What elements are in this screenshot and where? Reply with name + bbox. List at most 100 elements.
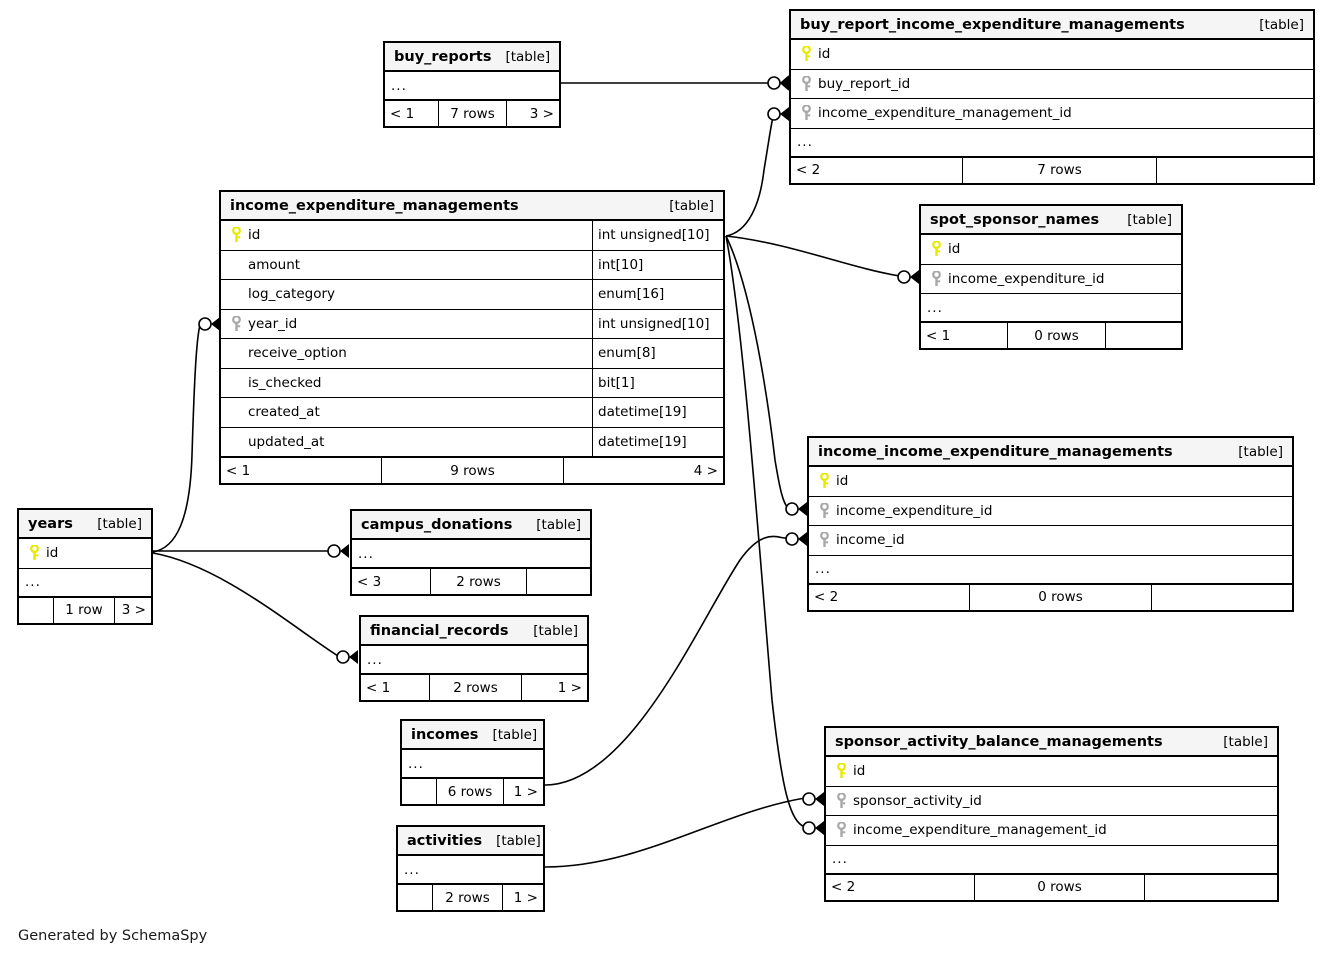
footer-next-count[interactable]: 3 >	[529, 105, 554, 122]
table-buy_report_income_expenditure_managements[interactable]: buy_report_income_expenditure_management…	[789, 9, 1315, 185]
more-columns-ellipsis[interactable]: ...	[398, 856, 543, 884]
table-type-tag: [table]	[97, 515, 142, 532]
footer-next-count[interactable]: 3 >	[121, 602, 146, 618]
more-columns-ellipsis[interactable]: ...	[826, 846, 1277, 874]
footer-prev-count[interactable]	[19, 597, 54, 623]
edge-years-to-financial-records	[152, 552, 339, 657]
table-header: spot_sponsor_names[table]	[921, 206, 1181, 235]
footer-next-count[interactable]	[1157, 158, 1313, 183]
footer-prev-count[interactable]: < 1	[921, 323, 1008, 348]
column-name-cell: income_expenditure_id	[921, 265, 1181, 294]
footer-prev-count[interactable]: < 1	[361, 675, 430, 700]
more-columns-ellipsis[interactable]: ...	[352, 540, 590, 568]
table-type-tag: [table]	[1238, 443, 1283, 460]
footer-prev-count[interactable]	[398, 885, 433, 910]
crowfoot	[798, 532, 807, 546]
more-columns-ellipsis[interactable]: ...	[809, 556, 1292, 584]
table-column-row[interactable]: id	[791, 40, 1313, 70]
footer-next-count[interactable]	[1106, 323, 1181, 348]
footer-prev-count[interactable]	[402, 779, 437, 804]
table-column-row[interactable]: id	[826, 757, 1277, 787]
column-name-cell: id	[19, 539, 151, 568]
table-header: buy_reports[table]	[385, 43, 559, 72]
table-column-row[interactable]: income_expenditure_id	[809, 497, 1292, 526]
column-type: enum[8]	[592, 339, 723, 368]
footer-next-count[interactable]: 1 >	[557, 679, 582, 696]
column-name: sponsor_activity_id	[853, 792, 982, 809]
primary-key-icon	[927, 241, 945, 257]
column-name: id	[248, 227, 261, 244]
edge-circle	[802, 821, 816, 835]
column-name-cell: sponsor_activity_id	[826, 787, 1277, 816]
footer-next-count[interactable]	[527, 569, 590, 594]
footer-prev-count[interactable]: < 2	[826, 874, 975, 900]
table-column-row[interactable]: income_id	[809, 526, 1292, 556]
crowfoot-lines	[780, 75, 790, 91]
table-type-tag: [table]	[1223, 733, 1268, 750]
column-name-cell: receive_option	[221, 339, 592, 368]
column-type: datetime[19]	[592, 398, 723, 427]
table-column-row[interactable]: income_expenditure_management_id	[791, 99, 1313, 129]
footer-prev-count[interactable]: < 2	[791, 157, 963, 183]
table-header: buy_report_income_expenditure_management…	[791, 11, 1313, 40]
primary-key-icon	[25, 545, 43, 561]
footer-next-count[interactable]	[1152, 585, 1292, 610]
column-name: id	[948, 241, 961, 258]
column-name-cell: is_checked	[221, 369, 592, 398]
crowfoot	[815, 821, 824, 835]
footer-prev-count[interactable]: < 2	[809, 584, 970, 610]
column-name: income_expenditure_management_id	[818, 105, 1072, 122]
footer-prev-count[interactable]: < 3	[352, 569, 431, 594]
table-column-row[interactable]: id	[809, 467, 1292, 497]
more-columns-ellipsis[interactable]: ...	[402, 750, 543, 778]
column-name-cell: created_at	[221, 398, 592, 427]
table-sponsor_activity_balance_managements[interactable]: sponsor_activity_balance_managements [tab…	[824, 726, 1279, 902]
edge-circle	[327, 544, 341, 558]
table-column-row[interactable]: income_expenditure_id	[921, 265, 1181, 294]
more-columns-ellipsis[interactable]: ...	[361, 646, 587, 674]
footer-row-count: 0 rows	[970, 584, 1152, 610]
edge-iem-to-brm	[725, 116, 774, 237]
more-columns-ellipsis[interactable]: ...	[385, 72, 559, 100]
primary-key-icon	[227, 227, 245, 243]
table-title: spot_sponsor_names	[930, 211, 1100, 228]
footer-next-count[interactable]: 1 >	[513, 889, 538, 906]
footer-prev-count[interactable]: < 1	[385, 101, 439, 126]
more-columns-ellipsis[interactable]: ...	[791, 129, 1313, 157]
table-title: incomes	[411, 726, 479, 743]
table-column-row[interactable]: buy_report_id	[791, 70, 1313, 99]
table-income_income_expenditure_managements[interactable]: income_income_expenditure_managements[ta…	[807, 436, 1294, 612]
footer-next-count[interactable]	[1145, 875, 1277, 900]
table-spot_sponsor_names[interactable]: spot_sponsor_names[table]id income_expend…	[919, 204, 1183, 350]
table-column-row[interactable]: sponsor_activity_id	[826, 787, 1277, 816]
table-header: financial_records[table]	[361, 617, 587, 646]
footer-next-count[interactable]: 4 >	[693, 462, 718, 479]
table-column-row[interactable]: id	[921, 235, 1181, 265]
more-columns-ellipsis[interactable]: ...	[19, 569, 151, 597]
footer-prev-count[interactable]: < 1	[221, 458, 382, 483]
table-column-row[interactable]: income_expenditure_management_id	[826, 816, 1277, 846]
column-name-cell: income_expenditure_id	[809, 497, 1292, 526]
more-columns-ellipsis[interactable]: ...	[921, 294, 1181, 322]
footer-next-count[interactable]: 1 >	[513, 783, 538, 800]
table-column-row[interactable]: id	[19, 539, 151, 569]
table-title: sponsor_activity_balance_managements	[835, 733, 1163, 750]
